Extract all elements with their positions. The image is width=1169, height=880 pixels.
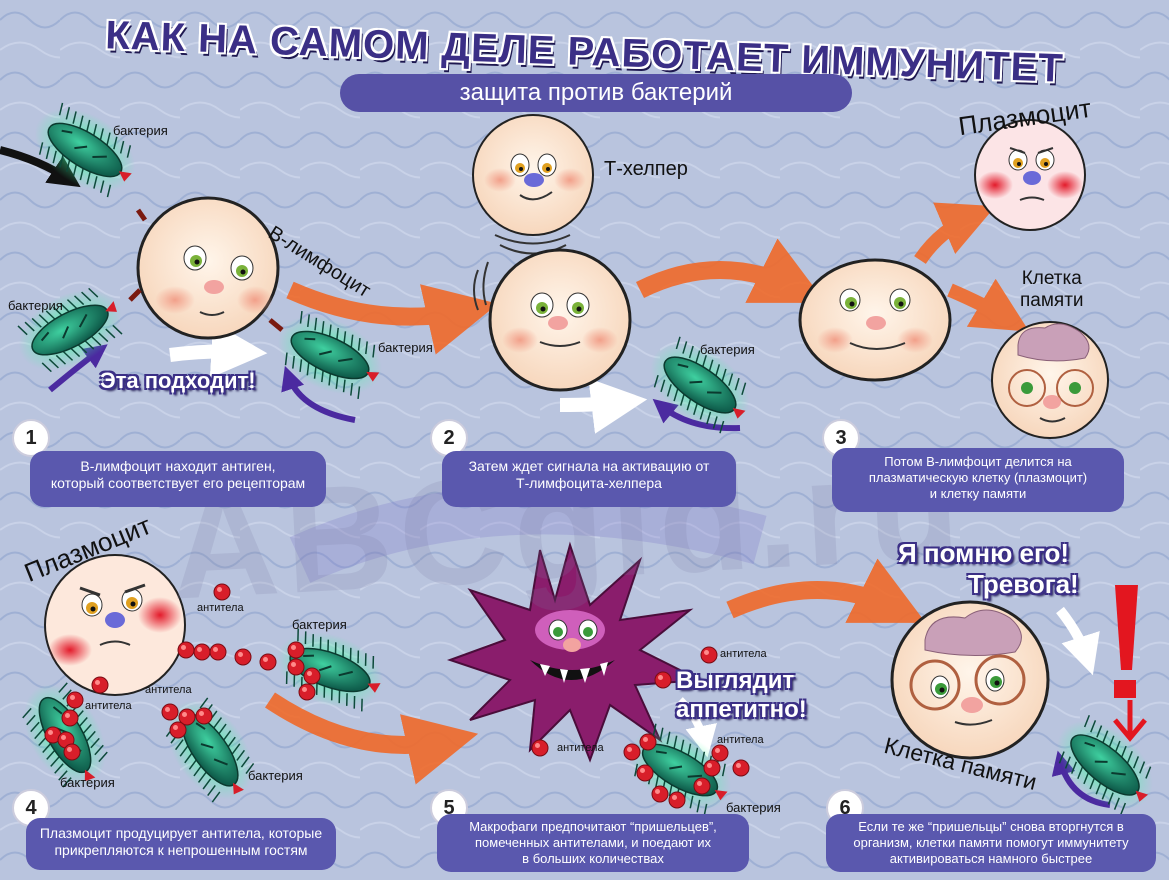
shout-looks-tasty-2: аппетитно! (676, 696, 807, 723)
arrow-antibodies-to-macrophage (265, 692, 479, 785)
antibody-7 (287, 641, 305, 659)
shout-remember-2: Тревога! (968, 569, 1079, 599)
label-bacteria-4: бактерия (700, 342, 755, 357)
step-number-1: 1 (12, 419, 50, 457)
label-bacteria-1: бактерия (113, 123, 168, 138)
bacterium-1 (34, 102, 136, 198)
antibody-20 (169, 721, 187, 739)
label-bacteria-8: бактерия (726, 800, 781, 815)
shout-looks-tasty-1: Выглядит (676, 667, 795, 694)
shout-remember-1: Я помню его! (898, 538, 1070, 568)
purple-arrow-3 (652, 398, 741, 432)
antibody-30 (636, 764, 654, 782)
purple-arrow-2 (281, 365, 356, 423)
macrophage (446, 541, 704, 763)
antibody-2 (177, 641, 195, 659)
label-t-helper: Т-хелпер (604, 158, 688, 180)
antibody-29 (693, 777, 711, 795)
antibody-17 (161, 703, 179, 721)
step-caption-3: Потом В-лимфоцит делится на плазматическ… (832, 448, 1124, 512)
antibody-5 (234, 648, 252, 666)
antibody-16 (63, 743, 81, 761)
bacterium-3 (278, 310, 382, 400)
bacterium-9 (1057, 714, 1153, 816)
antibody-11 (91, 676, 109, 694)
antibody-21 (700, 646, 718, 664)
dividing-b-cell (798, 258, 952, 382)
white-arrow-1 (169, 322, 268, 379)
b-lymphocyte-activated (473, 248, 632, 392)
label-antibodies-3: антитела (85, 700, 132, 712)
arrow-to-plasmocyte (914, 202, 996, 265)
antibody-9 (303, 667, 321, 685)
antibody-10 (298, 683, 316, 701)
bacteria-group (17, 102, 1153, 817)
shout-fits: Эта подходит! (100, 368, 256, 393)
t-helper-cell (472, 114, 594, 255)
white-arrow-3 (1056, 606, 1100, 676)
antibody-22 (654, 671, 672, 689)
label-bacteria-6: бактерия (60, 775, 115, 790)
label-bacteria-7: бактерия (248, 768, 303, 783)
arrow-activation-to-division (635, 238, 826, 303)
label-antibodies-1: антитела (197, 602, 244, 614)
antibody-3 (193, 643, 211, 661)
bacterium-2 (17, 287, 123, 373)
plasmocyte-cell-top (974, 119, 1086, 231)
arrow-macrophage-to-memory (726, 558, 926, 623)
white-arrow-2 (559, 378, 648, 434)
antibody-13 (61, 709, 79, 727)
antibody-32 (668, 791, 686, 809)
antibody-23 (531, 739, 549, 757)
label-antibodies-2: антитела (145, 684, 192, 696)
bacterium-4 (650, 336, 750, 434)
exclamation-mark-icon (1113, 585, 1147, 742)
antibody-27 (732, 759, 750, 777)
antibody-28 (703, 759, 721, 777)
antibody-6 (259, 653, 277, 671)
step-caption-4: Плазмоцит продуцирует антитела, которые … (26, 818, 336, 870)
label-memory-cell-top: Клетка памяти (1020, 268, 1084, 311)
arrow-to-memory-cell (947, 278, 1030, 332)
plasmocyte-cell-bottom (44, 554, 186, 696)
label-bacteria-5: бактерия (292, 617, 347, 632)
antibody-24 (623, 743, 641, 761)
label-antibodies-4: антитела (720, 648, 767, 660)
antibody-8 (287, 658, 305, 676)
b-lymphocyte-cell (128, 196, 284, 340)
white-arrow-4 (677, 697, 717, 758)
bacterium-7 (165, 697, 255, 803)
label-bacteria-2: бактерия (8, 298, 63, 313)
label-antibodies-5: антитела (557, 742, 604, 754)
antibody-group (44, 583, 750, 809)
step-caption-5: Макрофаги предпочитают “пришельцев”, пом… (437, 814, 749, 872)
antibody-12 (66, 691, 84, 709)
arrow-b-to-activation (286, 281, 499, 355)
antibody-4 (209, 643, 227, 661)
step-caption-1: В-лимфоцит находит антиген, который соот… (30, 451, 326, 507)
memory-cell-top (991, 321, 1109, 439)
step-caption-6: Если те же “пришельцы” снова вторгнутся … (826, 814, 1156, 872)
antibody-26 (711, 744, 729, 762)
antibody-19 (195, 707, 213, 725)
label-antibodies-6: антитела (717, 734, 764, 746)
memory-cell-bottom (890, 600, 1050, 760)
antibody-25 (639, 733, 657, 751)
antibody-31 (651, 785, 669, 803)
label-bacteria-3: бактерия (378, 340, 433, 355)
step-caption-2: Затем ждет сигнала на активацию от Т-лим… (442, 451, 736, 507)
subtitle-banner: защита против бактерий (340, 74, 852, 112)
